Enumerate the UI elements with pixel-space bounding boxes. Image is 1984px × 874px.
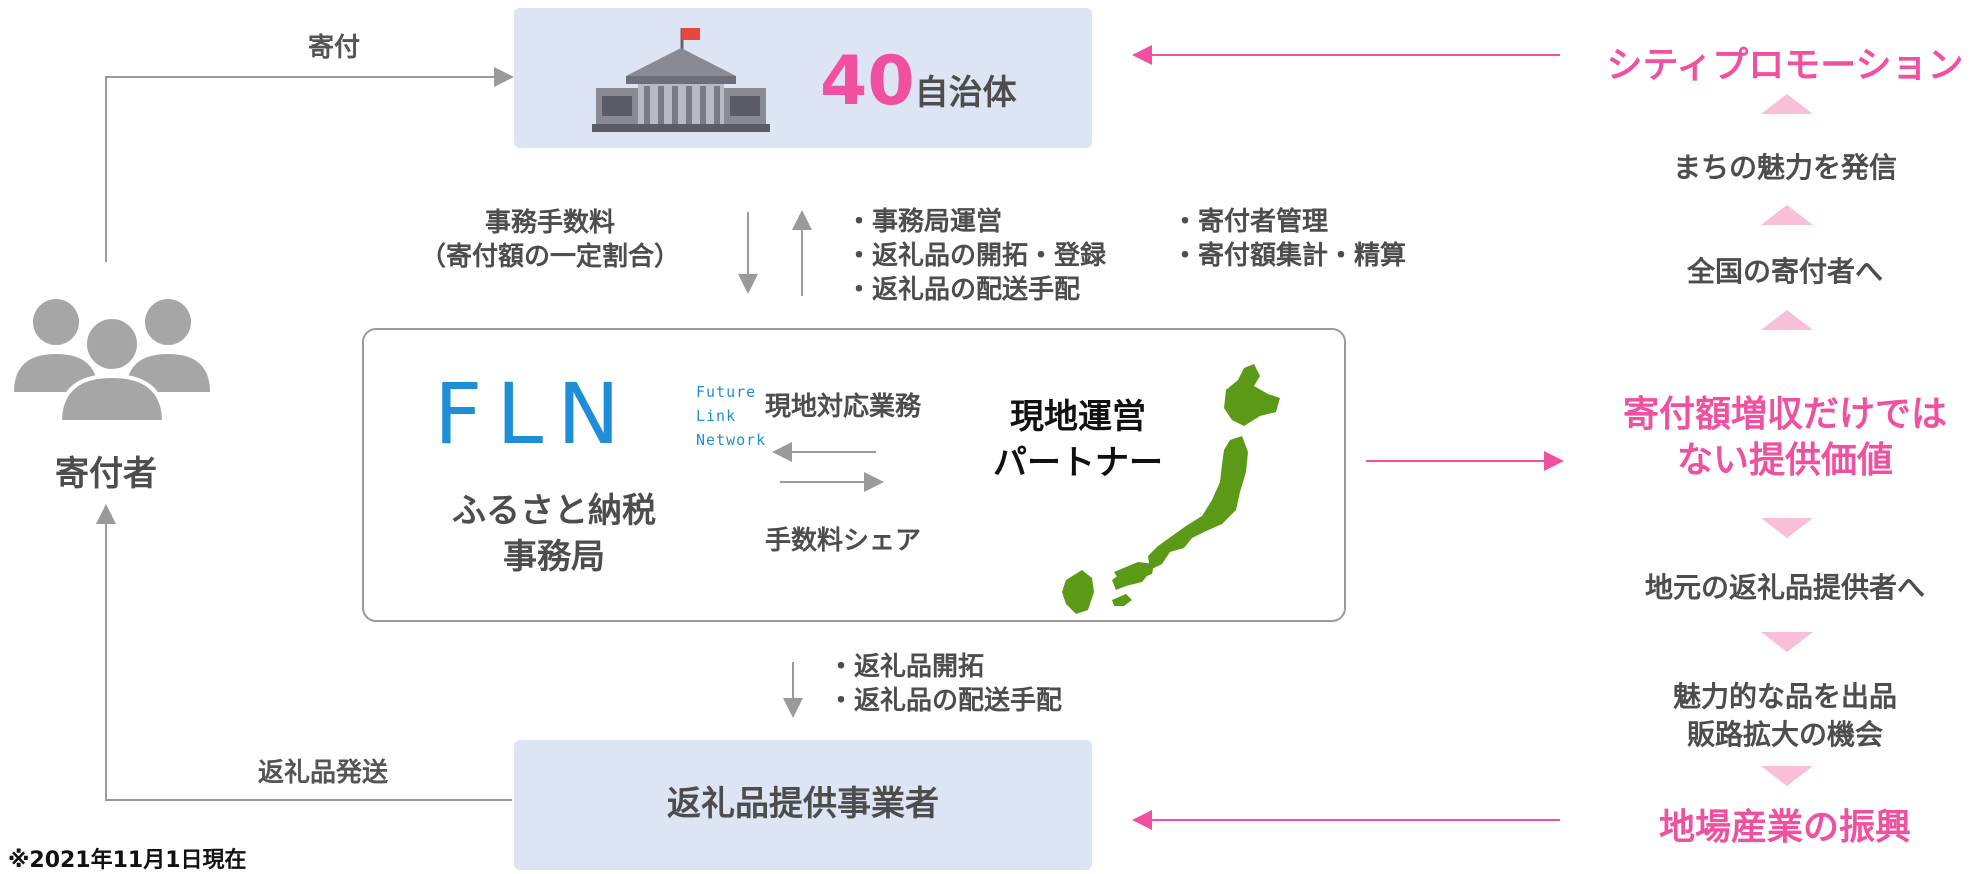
- value-label: 寄付額増収だけでは ない提供価値: [1580, 392, 1984, 484]
- return-shipping-label: 返礼品発送: [258, 758, 389, 788]
- up-triangle: [1761, 94, 1813, 114]
- step-opportunity-line-1: 魅力的な品を出品: [1672, 680, 1897, 713]
- office-line-2: 事務局: [503, 537, 605, 577]
- office-line-1: ふるさと納税: [452, 491, 656, 531]
- up-triangle: [1761, 310, 1813, 330]
- fln-logo-letters: FLN: [434, 365, 634, 463]
- fee-line-2: （寄付額の一定割合）: [419, 242, 680, 272]
- partner-line-1: 現地運営: [1010, 397, 1146, 437]
- provider-box: 返礼品提供事業者: [514, 740, 1092, 870]
- task-item: ・返礼品の配送手配: [846, 275, 1081, 305]
- up-triangle: [1761, 205, 1813, 225]
- office-tasks-col2: ・寄付者管理 ・寄付額集計・精算: [1172, 205, 1406, 273]
- down-triangle: [1761, 518, 1813, 538]
- step-opportunity-line-2: 販路拡大の機会: [1686, 718, 1883, 751]
- value-line-2: ない提供価値: [1676, 440, 1893, 481]
- fee-share-label: 手数料シェア: [764, 526, 921, 556]
- down-triangle: [1761, 766, 1813, 786]
- fln-partner-box: FLN Future Link Network ふるさと納税 事務局 現地対応業…: [362, 328, 1346, 622]
- donor-label: 寄付者: [55, 454, 157, 494]
- municipality-number: 40: [820, 42, 915, 121]
- city-promotion-label: シティプロモーション: [1606, 45, 1964, 86]
- municipality-suffix: 自治体: [914, 73, 1017, 113]
- japan-map-icon: [1054, 360, 1284, 616]
- task-item: ・寄付者管理: [1172, 207, 1329, 237]
- fee-line-1: 事務手数料: [484, 208, 615, 238]
- municipality-box: 40自治体: [514, 8, 1092, 148]
- fln-sub-line: Future: [696, 383, 757, 401]
- step-attract: まちの魅力を発信: [1672, 151, 1897, 184]
- government-building-icon: [592, 22, 770, 134]
- donor-group-icon: [12, 292, 212, 424]
- step-opportunity: 魅力的な品を出品 販路拡大の機会: [1600, 678, 1970, 754]
- municipality-count: 40自治体: [820, 42, 1017, 121]
- task-item: ・返礼品開拓: [828, 652, 985, 682]
- local-support-label: 現地対応業務: [764, 392, 921, 422]
- donation-arrow: [105, 67, 514, 262]
- partner-line-2: パートナー: [993, 443, 1163, 483]
- fln-logo: FLN Future Link Network: [434, 365, 765, 463]
- step-local-provider: 地元の返礼品提供者へ: [1644, 571, 1925, 604]
- task-item: ・返礼品の開拓・登録: [846, 241, 1107, 271]
- fln-sub-line: Network: [696, 431, 767, 449]
- office-name: ふるさと納税 事務局: [404, 488, 704, 580]
- partner-label: 現地運営 パートナー: [978, 394, 1178, 486]
- step-nationwide: 全国の寄付者へ: [1686, 255, 1883, 288]
- task-item: ・事務局運営: [846, 207, 1003, 237]
- office-tasks-col1: ・事務局運営 ・返礼品の開拓・登録 ・返礼品の配送手配: [846, 205, 1106, 307]
- industry-label: 地場産業の振興: [1658, 807, 1911, 848]
- fee-text: 事務手数料 （寄付額の一定割合）: [400, 206, 700, 274]
- donation-label: 寄付: [308, 33, 361, 63]
- task-item: ・寄付額集計・精算: [1172, 241, 1407, 271]
- fln-logo-sub: Future Link Network: [696, 380, 766, 452]
- return-arrow: [96, 504, 512, 801]
- date-note: ※2021年11月1日現在: [8, 848, 247, 873]
- value-line-1: 寄付額増収だけでは: [1622, 394, 1947, 435]
- provider-label: 返礼品提供事業者: [667, 784, 939, 824]
- provider-tasks: ・返礼品開拓 ・返礼品の配送手配: [828, 650, 1062, 718]
- down-triangle: [1761, 632, 1813, 652]
- task-item: ・返礼品の配送手配: [828, 686, 1063, 716]
- fln-sub-line: Link: [696, 407, 737, 425]
